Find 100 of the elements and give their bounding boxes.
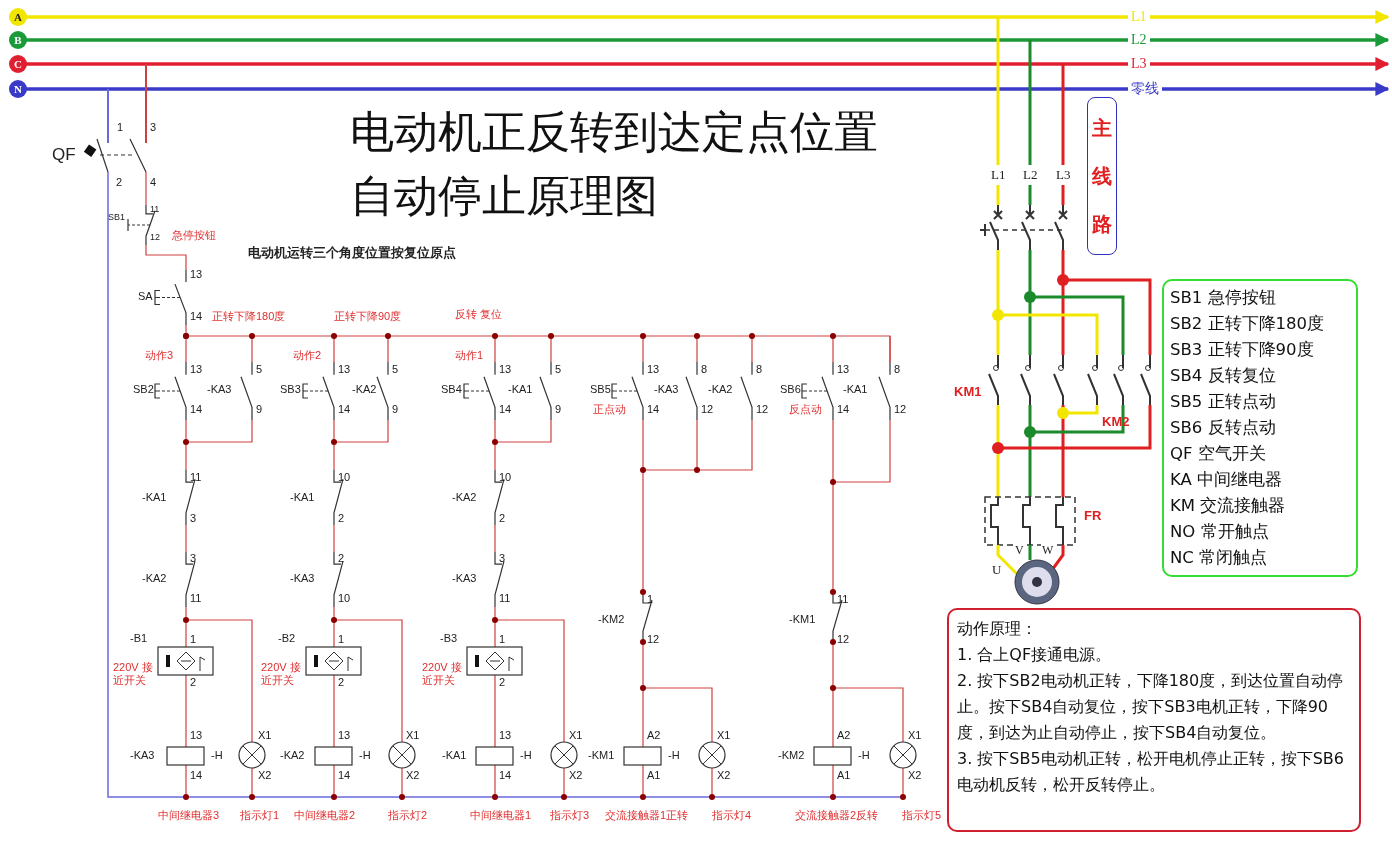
bus-terminal-circle: A — [9, 8, 27, 26]
legend-row-text: NO 常开触点 — [1170, 521, 1270, 543]
circuit-label: 13 — [837, 363, 850, 375]
circuit-label: SB5 — [590, 383, 611, 395]
circuit-label: 1 — [190, 633, 197, 645]
circuit-label: A1 — [647, 769, 661, 781]
circuit-label: -KA1 — [142, 491, 167, 503]
circuit-label: 1 — [647, 593, 654, 605]
circuit-label: 13 — [647, 363, 660, 375]
circuit-label: -H — [359, 749, 371, 761]
annotation-text: 反点动 — [789, 403, 822, 415]
bus-line-arrow — [26, 33, 1390, 47]
circuit-label: -KM2 — [778, 749, 805, 761]
circuit-label: 14 — [837, 403, 850, 415]
circuit-label: -H — [668, 749, 680, 761]
circuit-label: 10 — [499, 471, 512, 483]
circuit-label: 14 — [499, 403, 512, 415]
annotation-text: 交流接触器1正转 — [605, 809, 689, 821]
circuit-label: V — [1014, 544, 1025, 557]
circuit-label: 4 — [150, 176, 157, 188]
circuit-label: X1 — [406, 729, 420, 741]
circuit-label: 2 — [338, 552, 345, 564]
circuit-label: -KM1 — [789, 613, 816, 625]
legend-row-text: QF 空气开关 — [1170, 443, 1267, 465]
circuit-label: 8 — [894, 363, 901, 375]
description-heading: 动作原理： — [957, 618, 1038, 640]
annotation-text: 中间继电器1 — [470, 809, 532, 821]
circuit-label: SB1 — [108, 213, 125, 223]
circuit-label: -KA3 — [207, 383, 232, 395]
circuit-label: 5 — [555, 363, 562, 375]
circuit-label: 1 — [338, 633, 345, 645]
circuit-label: 3 — [190, 552, 197, 564]
circuit-label: X1 — [258, 729, 272, 741]
circuit-label: -KA1 — [843, 383, 868, 395]
annotation-text: 220V 接近开关 — [422, 661, 463, 687]
circuit-label: -KM2 — [598, 613, 625, 625]
circuit-label: 5 — [392, 363, 399, 375]
circuit-label: X1 — [908, 729, 922, 741]
circuit-label: SA — [138, 290, 153, 302]
annotation-text: 正转下降180度 — [212, 310, 286, 322]
circuit-label: 2 — [338, 512, 345, 524]
circuit-label: SB3 — [280, 383, 301, 395]
legend-row-text: SB4 反转复位 — [1170, 365, 1277, 387]
circuit-label: FR — [1084, 508, 1102, 522]
circuit-label: SB2 — [133, 383, 154, 395]
legend-row-text: SB2 正转下降180度 — [1170, 313, 1326, 335]
circuit-label: SB4 — [441, 383, 462, 395]
circuit-label: 14 — [338, 769, 351, 781]
bus-line-arrow — [26, 57, 1390, 71]
annotation-text: 220V 接近开关 — [113, 661, 154, 687]
circuit-label: 14 — [190, 769, 203, 781]
bus-line-arrow — [26, 82, 1390, 96]
legend-row-text: NC 常闭触点 — [1170, 547, 1269, 569]
circuit-label: X2 — [258, 769, 272, 781]
circuit-label: -H — [211, 749, 223, 761]
description-text: 1. 合上QF接通电源。 — [957, 644, 1113, 666]
circuit-label: X1 — [717, 729, 731, 741]
circuit-label: 9 — [555, 403, 562, 415]
circuit-label: 2 — [190, 676, 197, 688]
circuit-label: 3 — [150, 121, 157, 133]
circuit-label: 14 — [338, 403, 351, 415]
circuit-label: 14 — [190, 403, 203, 415]
annotation-text: 正转下降90度 — [334, 310, 402, 322]
circuit-label: 13 — [338, 363, 351, 375]
circuit-label: A2 — [837, 729, 851, 741]
circuit-label: -KA2 — [280, 749, 305, 761]
legend-panel — [1162, 279, 1358, 577]
circuit-label: 12 — [647, 633, 660, 645]
circuit-label: 2 — [338, 676, 345, 688]
circuit-label: -KA3 — [290, 572, 315, 584]
circuit-label: -B1 — [130, 632, 148, 644]
circuit-label: L1 — [991, 167, 1006, 181]
title: 电动机正反转到达定点位置自动停止原理图 — [350, 105, 879, 223]
circuit-label: -KA2 — [708, 383, 733, 395]
legend-row-text: SB3 正转下降90度 — [1170, 339, 1315, 361]
bus-terminal-circle: C — [9, 55, 27, 73]
legend-row-text: KA 中间继电器 — [1170, 469, 1284, 491]
circuit-label: 14 — [499, 769, 512, 781]
circuit-label: 12 — [837, 633, 850, 645]
circuit-label: 9 — [392, 403, 399, 415]
circuit-label: -KA1 — [442, 749, 467, 761]
circuit-label: -H — [858, 749, 870, 761]
edge-label: 零线 — [1128, 81, 1162, 97]
annotation-text: 动作2 — [293, 349, 322, 361]
circuit-label: -KA2 — [452, 491, 477, 503]
bus-terminal-circle: B — [9, 31, 27, 49]
circuit-label: 13 — [499, 363, 512, 375]
circuit-label: 11 — [837, 593, 849, 605]
circuit-label: 12 — [756, 403, 769, 415]
circuit-label: L2 — [1023, 167, 1038, 181]
description-text: 3. 按下SB5电动机正转，松开电机停止正转，按下SB6电动机反转，松开反转停止。 — [957, 748, 1345, 796]
bus-line-arrow — [26, 10, 1390, 24]
circuit-label: 1 — [499, 633, 506, 645]
circuit-label: U — [992, 562, 1002, 576]
circuit-label: A1 — [837, 769, 851, 781]
circuit-label: -KA1 — [508, 383, 533, 395]
label-box: 主线路 — [1087, 97, 1117, 255]
circuit-label: 13 — [338, 729, 351, 741]
circuit-label: SB6 — [780, 383, 801, 395]
circuit-label: -KM1 — [588, 749, 615, 761]
